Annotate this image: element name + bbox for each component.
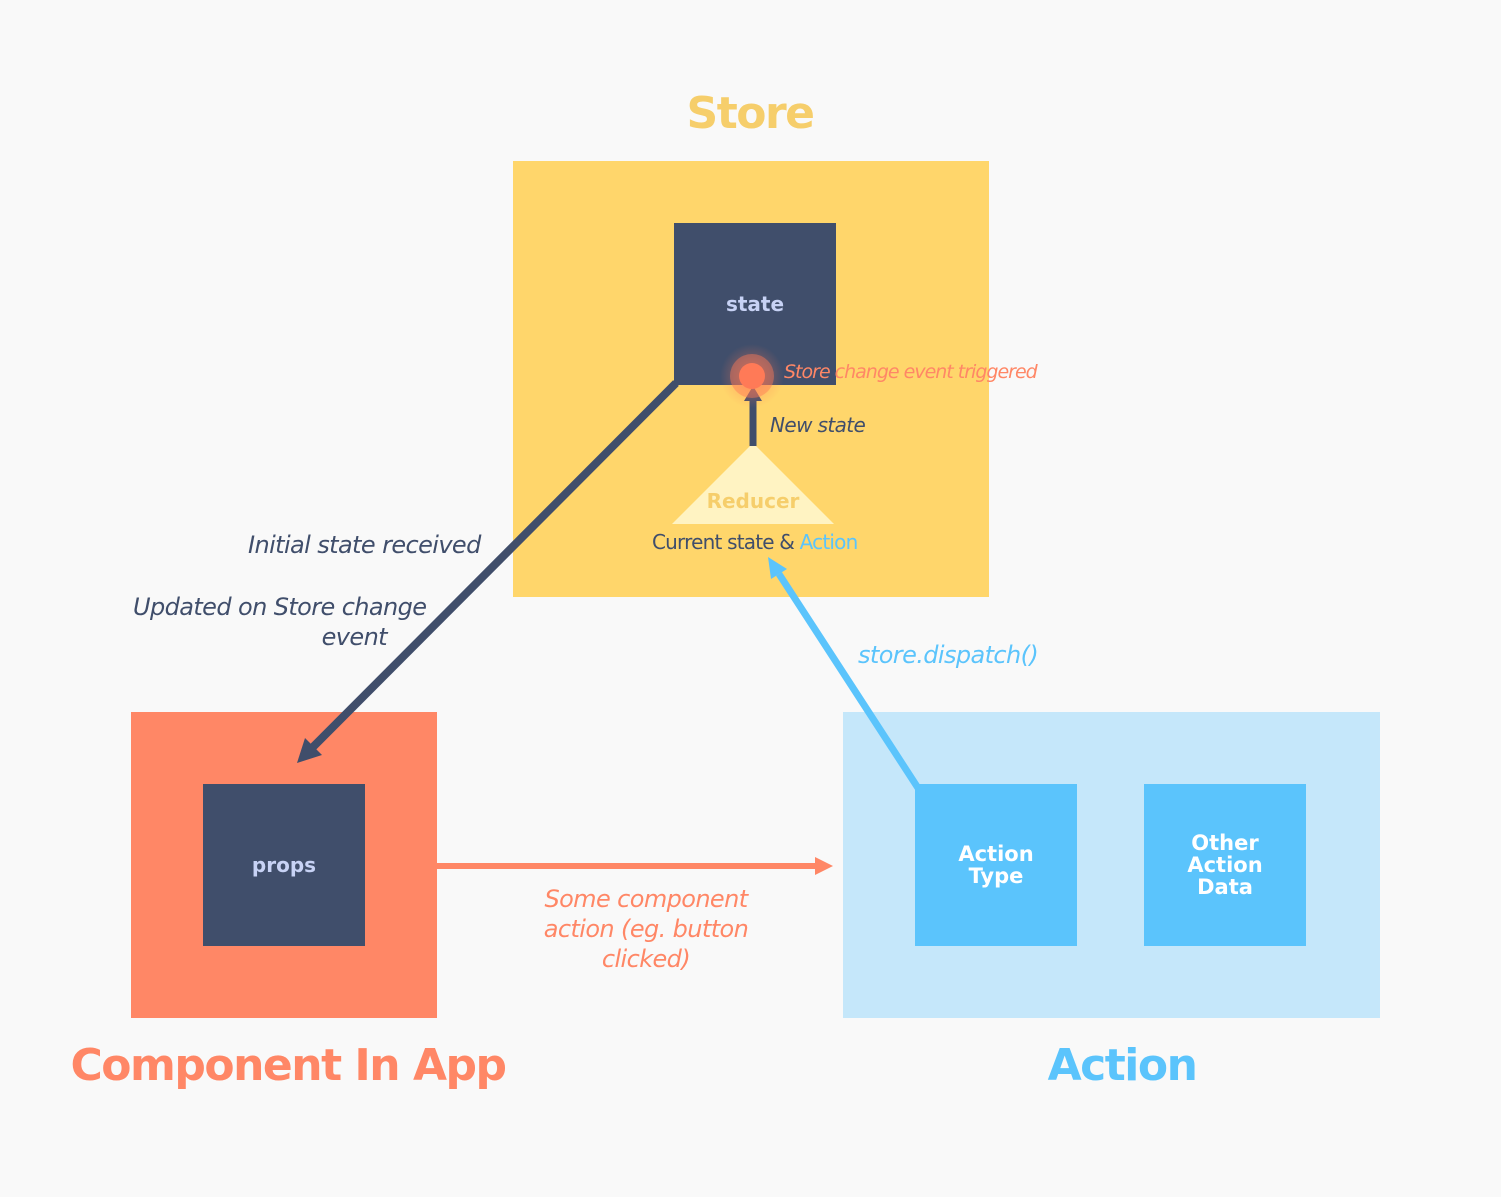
store-title: Store [686,88,816,139]
reducer-label: Reducer [706,489,800,513]
other-action-data-label-line2: Action [1187,853,1263,877]
current-action-text: Action [799,530,859,554]
current-state-action-label: Current state & Action [652,530,858,554]
other-action-data-box: Other Action Data [1144,784,1306,946]
dispatch-arrow [768,557,921,790]
component-action-line2: action (eg. button [543,915,749,943]
action-title: Action [1047,1040,1198,1091]
component-to-action-arrow [437,857,833,875]
action-type-label-line1: Action [958,842,1034,866]
store-change-event-label: Store change event triggered [784,361,1038,383]
action-type-label-line2: Type [968,864,1024,888]
state-to-props-arrow [297,380,679,763]
state-label: state [725,292,785,316]
dispatch-label: store.dispatch() [858,641,1039,669]
updated-on-change-label: Updated on Store change event [133,592,427,652]
updated-on-change-line2: event [321,623,388,651]
props-label: props [251,853,317,877]
reducer-shape [672,443,834,524]
component-action-line1: Some component [544,885,748,913]
initial-state-label: Initial state received [248,531,481,559]
other-action-data-label-line1: Other [1191,831,1259,855]
other-action-data-label-line3: Data [1197,875,1253,899]
new-state-label: New state [770,413,866,437]
props-box: props [203,784,365,946]
component-action-line3: clicked) [601,945,691,973]
component-title: Component In App [70,1040,508,1091]
action-type-box: Action Type [915,784,1077,946]
component-action-label: Some component action (eg. button clicke… [530,884,762,974]
updated-on-change-line1: Updated on Store change [133,593,427,621]
current-state-text: Current state & [652,530,795,554]
store-change-event-icon [720,344,784,408]
